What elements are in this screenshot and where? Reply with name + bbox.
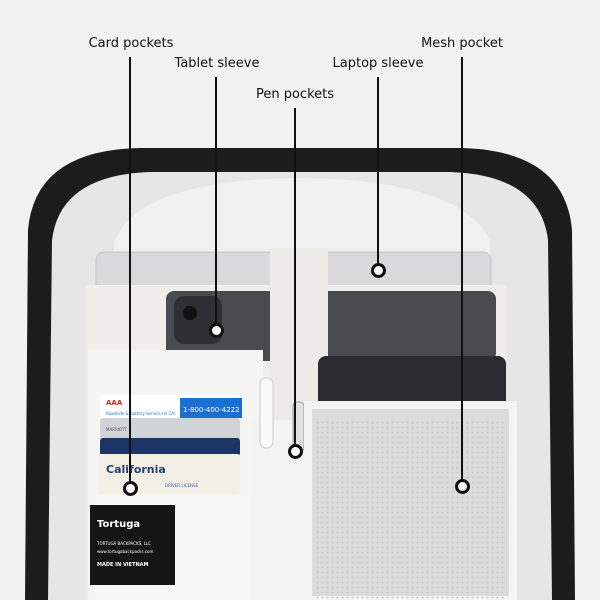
svg-text:DRIVER LICENSE: DRIVER LICENSE xyxy=(165,483,199,488)
svg-text:California: California xyxy=(106,463,166,476)
tablet xyxy=(166,291,496,361)
callout-dot xyxy=(122,480,138,496)
callout-line xyxy=(377,77,379,270)
callout-label: Card pockets xyxy=(88,36,174,51)
stylus xyxy=(259,377,274,449)
callout-dot xyxy=(208,322,224,338)
callout-dot xyxy=(287,443,303,459)
callout-line xyxy=(294,108,296,451)
callout-label: Laptop sleeve xyxy=(332,56,424,71)
callout-label: Pen pockets xyxy=(255,87,335,102)
callout-dot xyxy=(454,478,470,494)
callout-line xyxy=(129,57,131,488)
svg-text:Roadside & Battery Service (in: Roadside & Battery Service (in CA) xyxy=(106,411,176,416)
callout-label: Mesh pocket xyxy=(421,36,503,51)
svg-text:AAA: AAA xyxy=(106,399,123,407)
callout-label: Tablet sleeve xyxy=(174,56,260,71)
svg-text:TORTUGA BACKPACKS, LLC: TORTUGA BACKPACKS, LLC xyxy=(96,541,151,546)
svg-text:MARRIOTT: MARRIOTT xyxy=(106,427,127,432)
marriott-card xyxy=(100,418,240,440)
aaa-phone-panel xyxy=(180,398,242,418)
bank-card xyxy=(100,438,240,456)
svg-text:1-800-400-4222: 1-800-400-4222 xyxy=(183,406,240,414)
svg-text:Tortuga: Tortuga xyxy=(97,519,140,530)
callout-line xyxy=(215,77,217,330)
callout-dot xyxy=(370,262,386,278)
svg-text:www.tortugabackpacks.com: www.tortugabackpacks.com xyxy=(97,549,153,554)
svg-text:MADE IN VIETNAM: MADE IN VIETNAM xyxy=(97,562,149,568)
callout-line xyxy=(461,57,463,486)
brand-tag: Tortuga TORTUGA BACKPACKS, LLC www.tortu… xyxy=(90,505,175,585)
